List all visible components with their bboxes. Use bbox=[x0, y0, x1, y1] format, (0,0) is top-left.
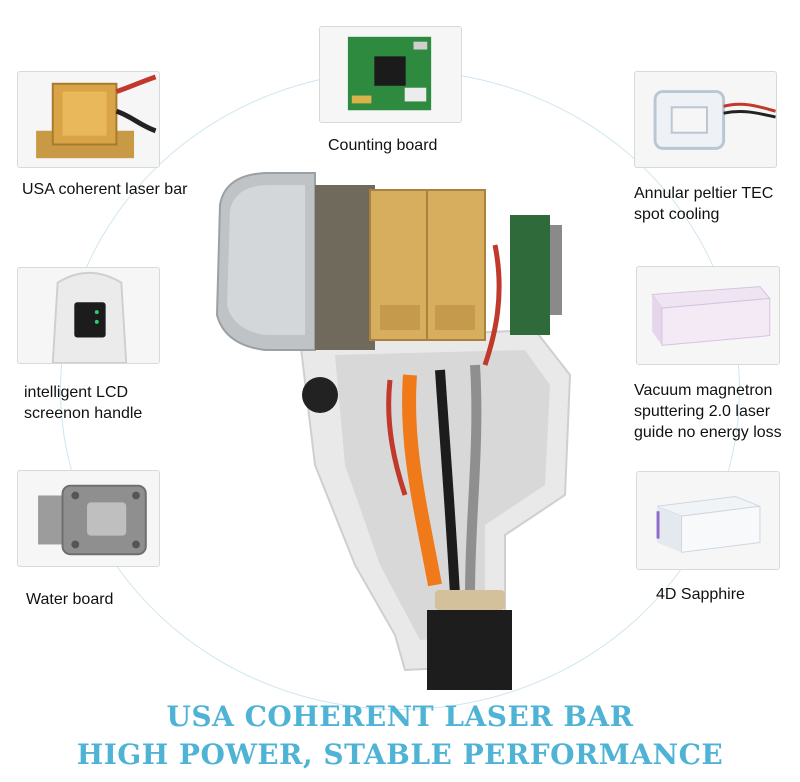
laser-handpiece-image bbox=[205, 165, 595, 690]
tec-cooling-image bbox=[634, 71, 777, 168]
water-board-label: Water board bbox=[26, 591, 114, 608]
laser-bar-image bbox=[17, 71, 160, 168]
headline-line-2: HIGH POWER, STABLE PERFORMANCE bbox=[76, 738, 724, 771]
lcd-handle-image bbox=[17, 267, 160, 364]
lcd-handle-label: intelligent LCD screenon handle bbox=[24, 384, 143, 422]
laser-guide-label: Vacuum magnetron sputtering 2.0 laser gu… bbox=[634, 382, 782, 441]
tec-cooling-label: Annular peltier TEC spot cooling bbox=[634, 185, 774, 223]
laser-guide-image bbox=[636, 266, 780, 365]
sapphire-label: 4D Sapphire bbox=[656, 586, 745, 603]
headline-line-1: USA COHERENT LASER BAR bbox=[166, 700, 634, 733]
water-board-image bbox=[17, 470, 160, 567]
sapphire-image bbox=[636, 471, 780, 570]
laser-bar-label: USA coherent laser bar bbox=[22, 181, 188, 198]
counting-board-image bbox=[319, 26, 462, 123]
counting-board-label: Counting board bbox=[328, 137, 438, 154]
